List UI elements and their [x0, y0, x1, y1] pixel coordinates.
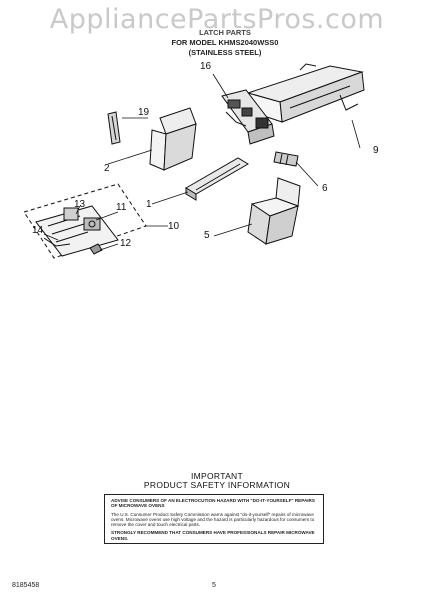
header-finish: (STAINLESS STEEL) — [188, 48, 262, 57]
safety-commission-note: The U.S. Consumer Product Safety Commiss… — [111, 511, 315, 528]
part-16-latch-switch-assembly — [221, 89, 275, 145]
safety-recommendation: STRONGLY RECOMMEND THAT CONSUMERS HAVE P… — [111, 530, 315, 541]
part-1-bar — [185, 157, 249, 201]
callout-1: 1 — [146, 199, 152, 210]
callout-14: 14 — [32, 225, 44, 236]
watermark: AppliancePartsPros.com — [49, 4, 385, 35]
header-title: LATCH PARTS — [199, 28, 251, 37]
callout-16: 16 — [200, 61, 212, 72]
part-9-cover-bracket — [246, 63, 365, 123]
callout-19: 19 — [138, 107, 150, 118]
part-10-base-assembly — [23, 183, 147, 259]
callout-12: 12 — [120, 238, 132, 249]
callout-5: 5 — [204, 230, 210, 241]
page-number: 5 — [212, 582, 216, 589]
part-2-latch-guide — [149, 107, 197, 171]
callout-2: 2 — [104, 163, 110, 174]
callout-6: 6 — [322, 183, 328, 194]
callout-13: 13 — [74, 199, 86, 210]
callout-9: 9 — [373, 145, 379, 156]
safety-advisory: ADVISE CONSUMERS OF AN ELECTROCUTION HAZ… — [111, 498, 315, 509]
callout-10: 10 — [168, 221, 180, 232]
document-number: 8185458 — [12, 582, 40, 589]
page-header: LATCH PARTS FOR MODEL KHMS2040WSS0 (STAI… — [130, 28, 320, 58]
safety-title: IMPORTANT PRODUCT SAFETY INFORMATION — [100, 472, 334, 490]
part-19-strip — [107, 111, 121, 145]
header-model: FOR MODEL KHMS2040WSS0 — [171, 38, 279, 47]
callout-11: 11 — [116, 202, 127, 213]
part-5-latch-bracket — [247, 177, 301, 245]
safety-title-important: IMPORTANT — [191, 471, 243, 481]
leader-lines — [43, 73, 361, 251]
part-6-block — [273, 151, 299, 167]
safety-title-subtitle: PRODUCT SAFETY INFORMATION — [143, 480, 291, 490]
safety-information-box: ADVISE CONSUMERS OF AN ELECTROCUTION HAZ… — [104, 494, 324, 544]
